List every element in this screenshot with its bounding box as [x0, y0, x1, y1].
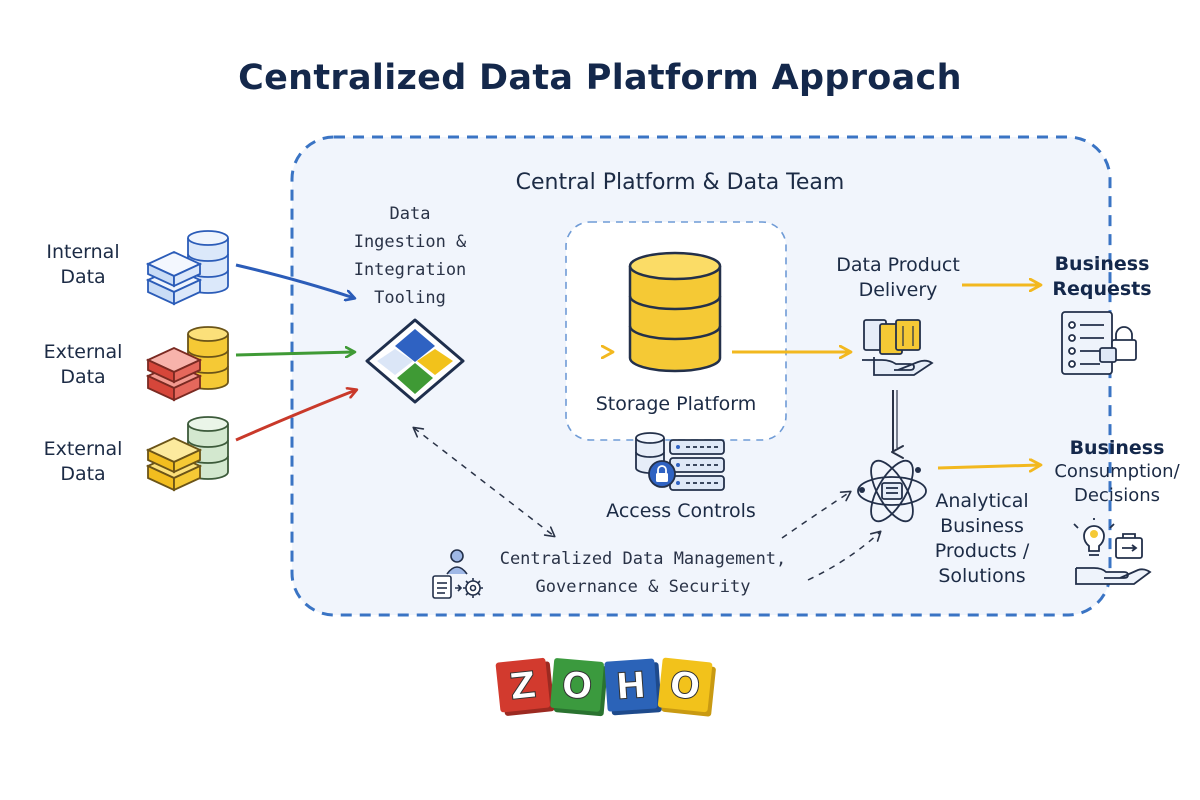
governance-label: Centralized Data Management, Governance … — [478, 545, 808, 601]
access-controls-label: Access Controls — [606, 500, 756, 522]
ingestion-label-line: Integration — [353, 260, 467, 280]
external-database-icon — [145, 326, 229, 402]
business-consumption-label: Business Consumption/ Decisions — [1042, 436, 1192, 508]
governance-label-line: Centralized Data Management, — [499, 549, 787, 569]
source-label-line: Data — [60, 366, 106, 388]
business-decisions-icon — [1073, 518, 1152, 585]
analytics-to-consumption-arrow — [937, 465, 1040, 468]
governance-analytics-dashed-arrow-1 — [781, 490, 852, 539]
zoho-logo-letter: O — [560, 665, 594, 709]
governance-icon — [432, 549, 483, 599]
external-data-arrow-red — [235, 390, 356, 442]
ingestion-label: Data Ingestion & Integration Tooling — [335, 200, 485, 312]
storage-database-icon — [628, 251, 722, 373]
analytical-label-line: Analytical — [935, 490, 1029, 512]
governance-ingestion-dashed-arrow — [412, 426, 556, 538]
business-requests-label-line: Requests — [1052, 278, 1152, 300]
external-data-arrow-green — [235, 352, 354, 355]
delivery-label: Data Product Delivery — [818, 253, 978, 303]
source-label-external-2: External Data — [28, 437, 138, 487]
external-database-icon — [145, 416, 229, 492]
delivery-label-line: Data Product — [836, 254, 960, 276]
source-label-line: External — [43, 438, 123, 460]
analytical-label-line: Solutions — [938, 565, 1026, 587]
business-requests-checklist-icon — [1061, 311, 1137, 375]
business-consumption-label-line: Decisions — [1073, 485, 1160, 506]
internal-database-icon — [145, 230, 229, 306]
analytical-label-line: Business — [940, 515, 1024, 537]
business-requests-label-line: Business — [1054, 253, 1150, 275]
data-product-delivery-icon — [862, 319, 934, 376]
access-controls-icon — [635, 432, 725, 491]
storage-label: Storage Platform — [595, 393, 757, 415]
platform-label: Central Platform & Data Team — [515, 170, 845, 195]
zoho-logo-letter: Z — [508, 665, 538, 709]
zoho-logo-letter: O — [668, 664, 703, 708]
business-requests-label: Business Requests — [1040, 252, 1164, 302]
source-label-line: External — [43, 341, 123, 363]
delivery-label-line: Delivery — [858, 279, 938, 301]
ingestion-label-line: Data — [389, 204, 431, 224]
source-label-line: Data — [60, 463, 106, 485]
page-title: Centralized Data Platform Approach — [238, 58, 962, 98]
analytics-atom-icon — [857, 459, 927, 523]
zoho-logo-tile: O — [657, 657, 716, 717]
ingestion-label-line: Tooling — [374, 288, 446, 308]
governance-label-line: Governance & Security — [535, 577, 751, 597]
source-label-external-1: External Data — [28, 340, 138, 390]
analytical-products-label: Analytical Business Products / Solutions — [912, 489, 1052, 589]
source-label-line: Internal — [46, 241, 120, 263]
integration-tooling-icon — [365, 318, 465, 404]
zoho-logo-tile: Z — [495, 657, 555, 716]
zoho-logo-tile: H — [604, 658, 662, 716]
source-label-internal: Internal Data — [28, 240, 138, 290]
analytical-label-line: Products / — [934, 540, 1030, 562]
business-consumption-label-line: Business — [1069, 437, 1165, 459]
ingestion-label-line: Ingestion & — [353, 232, 467, 252]
zoho-logo-tile: O — [550, 658, 608, 717]
zoho-logo-letter: H — [615, 665, 648, 708]
internal-data-arrow — [235, 263, 354, 298]
business-consumption-label-line: Consumption/ — [1054, 461, 1180, 482]
source-label-line: Data — [60, 266, 106, 288]
